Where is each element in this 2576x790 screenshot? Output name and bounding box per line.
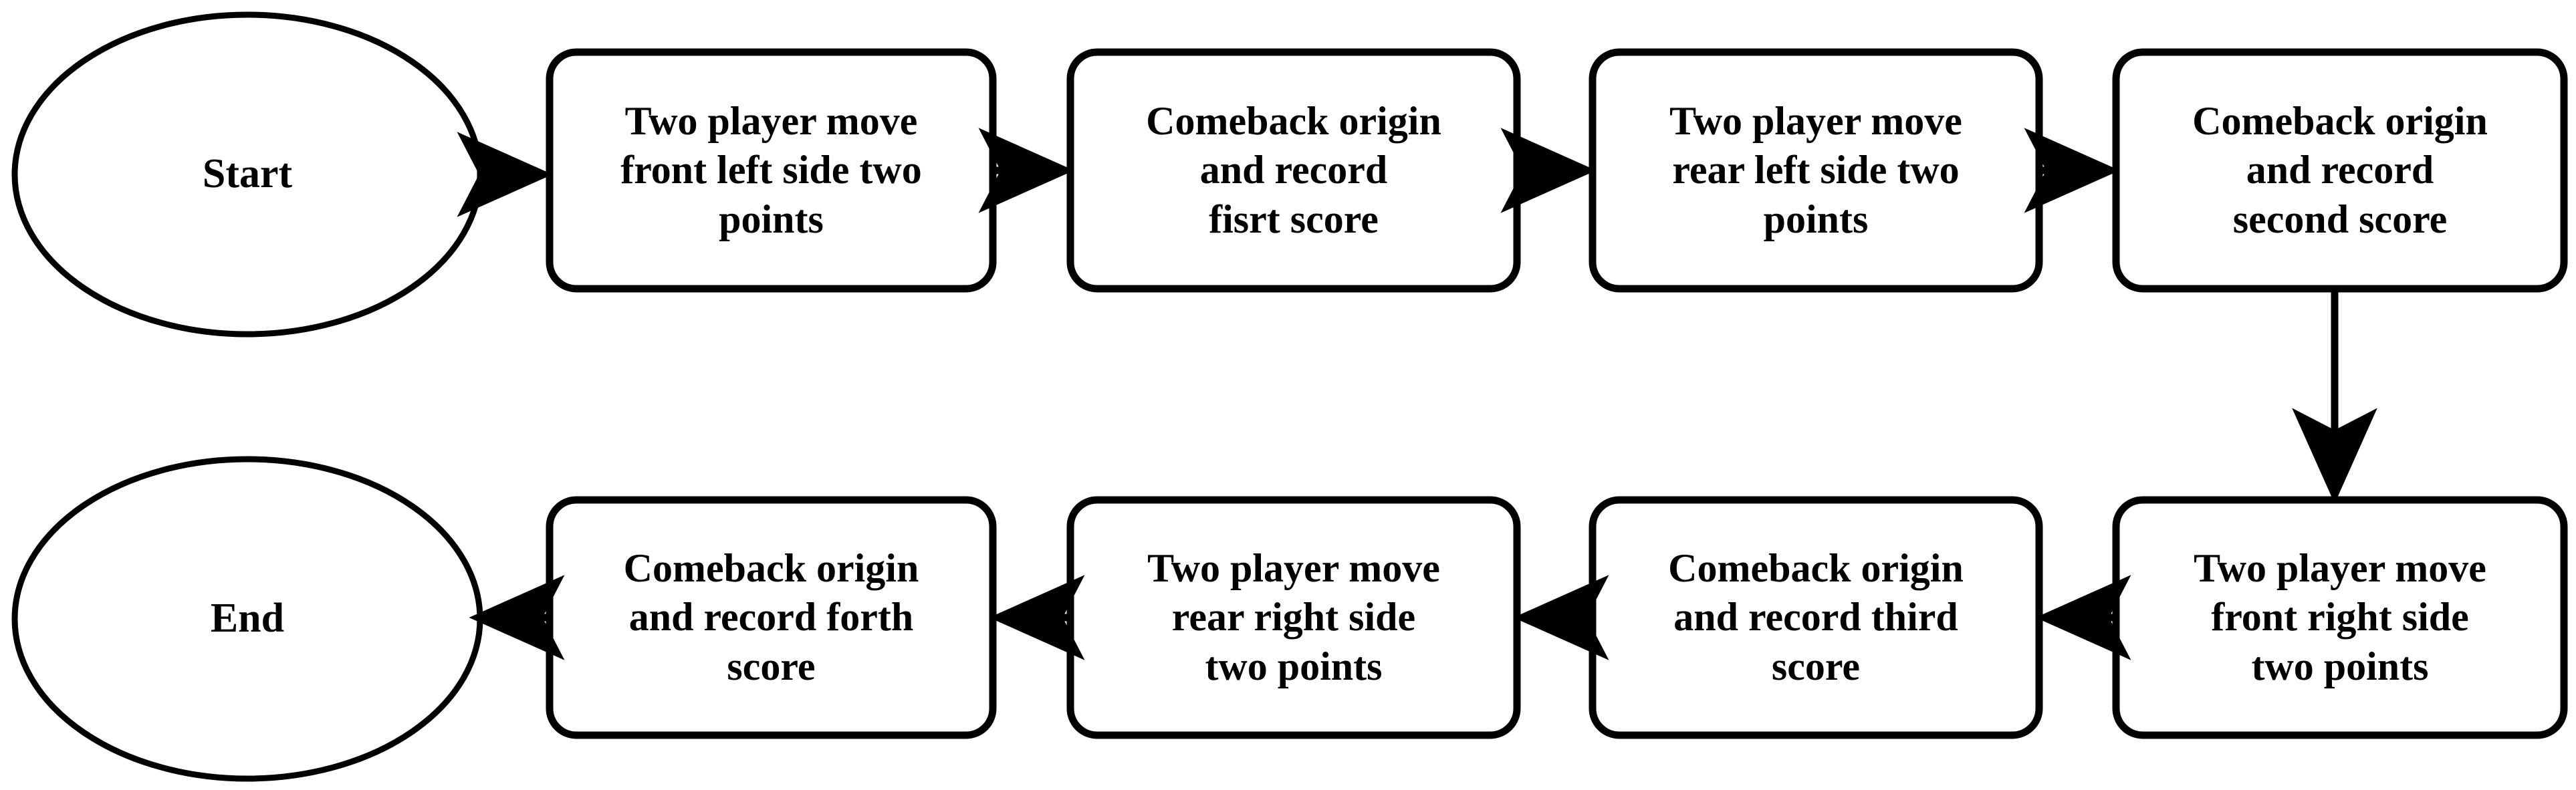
- step6-node-label: Comeback origin and record third score: [1668, 546, 1964, 688]
- start-node-label: Start: [202, 151, 293, 197]
- step7-node-label: Two player move rear right side two poin…: [1147, 546, 1440, 688]
- end-node-label: End: [210, 596, 285, 642]
- step3-node-label: Two player move rear left side two point…: [1669, 99, 1962, 241]
- step4-node-label: Comeback origin and record second score: [2192, 99, 2488, 241]
- step2-node-label: Comeback origin and record fisrt score: [1146, 99, 1441, 241]
- step5-node-label: Two player move front right side two poi…: [2194, 546, 2486, 688]
- step8-node-label: Comeback origin and record forth score: [623, 546, 919, 688]
- step1-node-label: Two player move front left side two poin…: [620, 99, 922, 241]
